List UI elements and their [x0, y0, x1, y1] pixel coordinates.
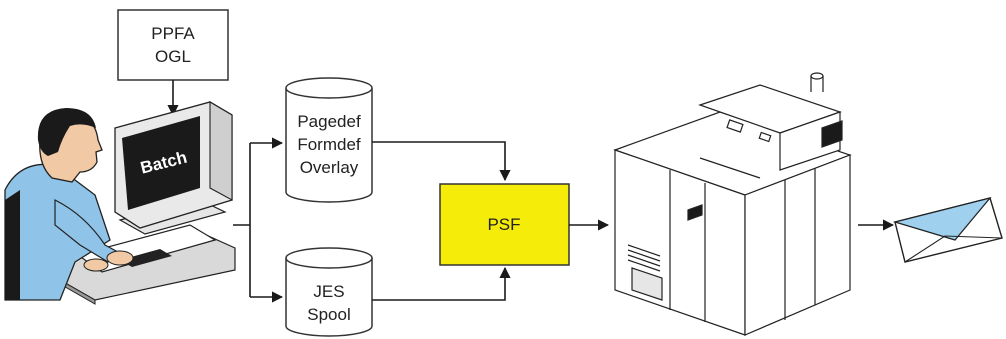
ppfa-label: PPFA	[151, 24, 195, 43]
jes-label: JES	[313, 282, 344, 301]
printer-vent	[627, 244, 661, 272]
jes-spool-database: JES Spool	[285, 247, 373, 337]
person-at-workstation-illustration: Batch	[4, 101, 236, 305]
branch-connector	[233, 137, 284, 303]
printer-illustration	[613, 72, 852, 336]
arrows-to-psf	[372, 141, 511, 301]
envelope-icon	[892, 196, 1003, 263]
psf-box: PSF	[439, 183, 570, 266]
overlay-label: Overlay	[300, 158, 359, 177]
ppfa-ogl-box: PPFA OGL	[117, 9, 229, 81]
pagedef-label: Pagedef	[297, 112, 361, 131]
formdef-label: Formdef	[297, 135, 361, 154]
spool-label: Spool	[307, 305, 350, 324]
ogl-label: OGL	[155, 47, 191, 66]
psf-label: PSF	[487, 215, 520, 234]
resources-database: Pagedef Formdef Overlay	[285, 77, 373, 203]
